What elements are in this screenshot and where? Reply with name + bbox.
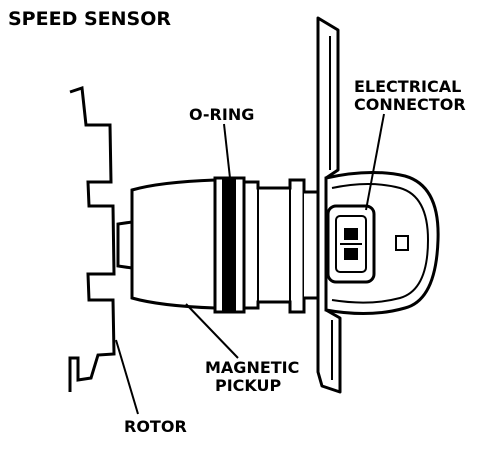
connector-housing-inner	[331, 183, 430, 304]
magnetic-pickup-collar	[242, 178, 306, 314]
mounting-flange	[316, 16, 342, 394]
sensor-neck	[304, 190, 320, 300]
electrical-connector-label-line2: CONNECTOR	[354, 95, 466, 114]
connector-pin-top	[344, 228, 358, 240]
magnetic-pickup-label-line1: MAGNETIC	[205, 358, 299, 377]
electrical-connector-label-line1: ELECTRICAL	[354, 77, 461, 96]
magnetic-pickup-label-line2: PICKUP	[215, 376, 282, 395]
magnetic-pickup-leader	[185, 303, 239, 359]
o-ring-label: O-RING	[189, 105, 254, 124]
connector-pin-bottom	[344, 248, 358, 260]
o-ring-band	[222, 178, 236, 312]
rotor-leader	[115, 339, 139, 415]
diagram-title: SPEED SENSOR	[8, 8, 171, 30]
rotor-label: ROTOR	[124, 417, 187, 436]
sensor-tip	[116, 220, 133, 270]
o-ring-leader	[223, 123, 231, 179]
electrical-connector-leader	[365, 113, 385, 211]
sensor-body	[130, 178, 217, 310]
rotor-teeth	[68, 85, 116, 392]
connector-latch	[395, 235, 409, 251]
